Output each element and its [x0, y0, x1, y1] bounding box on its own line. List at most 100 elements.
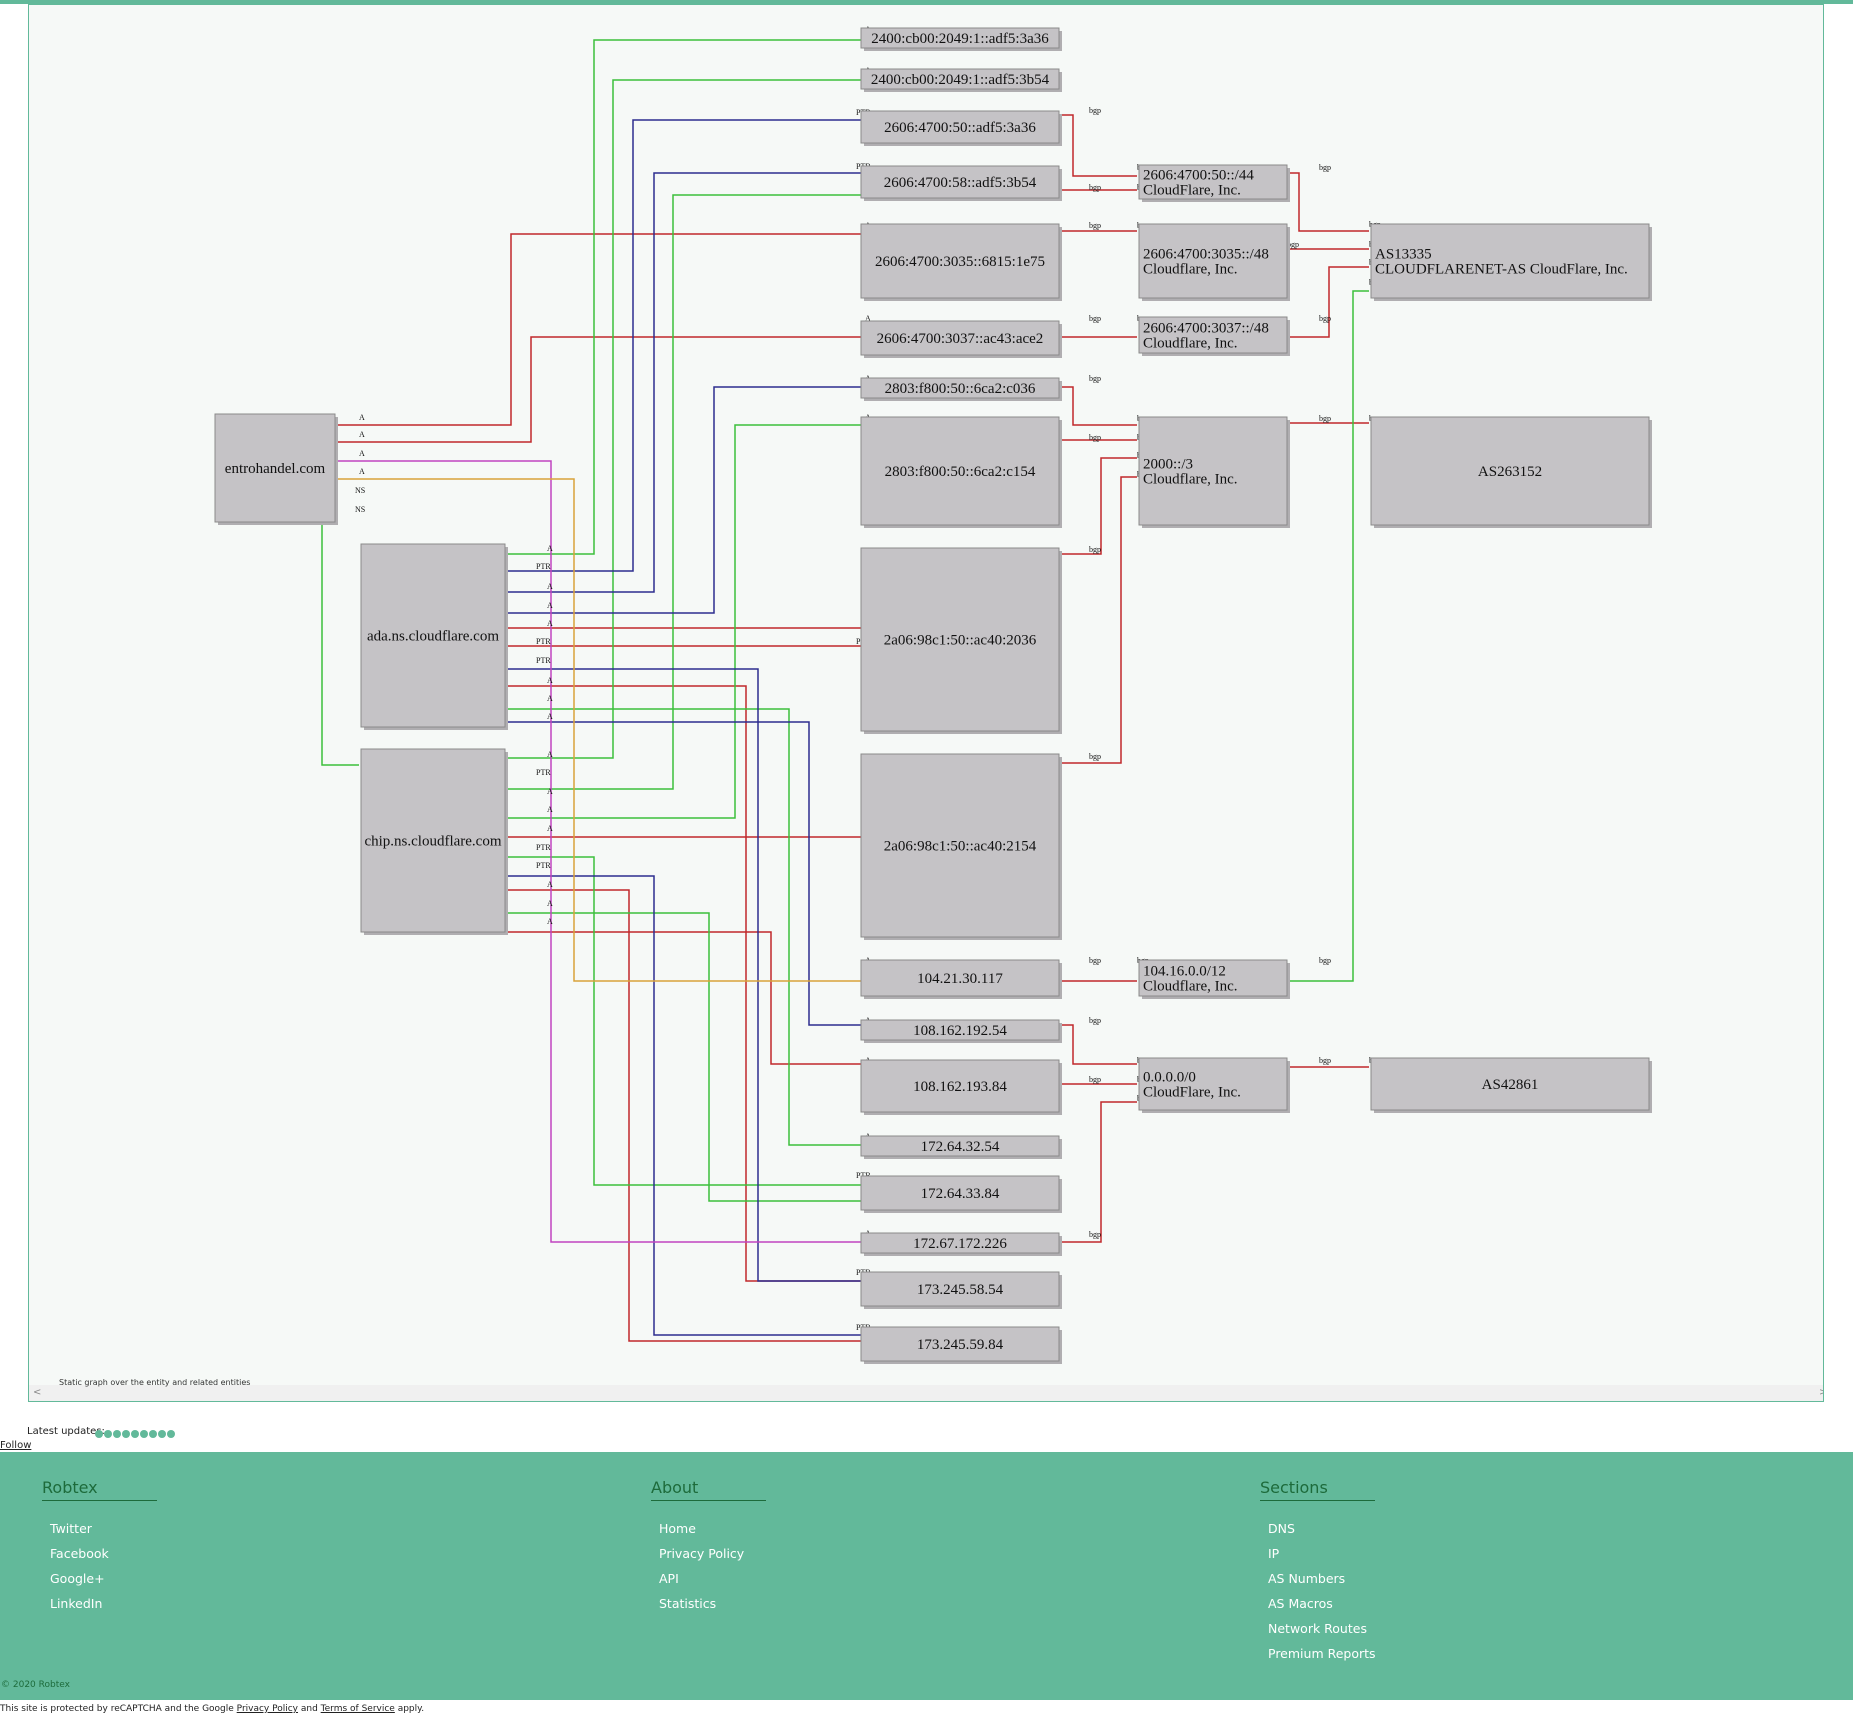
- node-ip-2400-3a36[interactable]: 2400:cb00:2049:1::adf5:3a36: [860, 27, 1062, 51]
- node-ip-104[interactable]: 104.21.30.117: [860, 959, 1062, 999]
- node-box[interactable]: [1138, 223, 1288, 299]
- node-ip-173-58[interactable]: 173.245.58.54: [860, 1271, 1062, 1309]
- node-box[interactable]: [860, 1135, 1060, 1157]
- scroll-right-icon[interactable]: >: [1819, 1388, 1823, 1398]
- footer-link-premium-reports[interactable]: Premium Reports: [1268, 1646, 1376, 1661]
- node-box[interactable]: [1138, 316, 1288, 354]
- node-ip-2606-50[interactable]: 2606:4700:50::adf5:3a36: [860, 110, 1062, 146]
- node-box[interactable]: [860, 68, 1060, 90]
- node-box[interactable]: [1370, 1057, 1650, 1111]
- node-box[interactable]: [860, 1059, 1060, 1113]
- node-box[interactable]: [860, 1271, 1060, 1307]
- node-ns-chip[interactable]: chip.ns.cloudflare.com: [360, 748, 508, 935]
- footer-link-linkedin[interactable]: LinkedIn: [50, 1596, 103, 1611]
- edge-label-ptr: PTR: [536, 656, 551, 665]
- node-box[interactable]: [860, 1175, 1060, 1211]
- update-dot[interactable]: [95, 1430, 103, 1438]
- node-box[interactable]: [1138, 1057, 1288, 1111]
- node-box[interactable]: [860, 1019, 1060, 1041]
- footer-link-statistics[interactable]: Statistics: [659, 1596, 717, 1611]
- update-dot[interactable]: [122, 1430, 130, 1438]
- node-ip-2400-3b54[interactable]: 2400:cb00:2049:1::adf5:3b54: [860, 68, 1062, 92]
- update-dot[interactable]: [158, 1430, 166, 1438]
- node-box[interactable]: [360, 543, 506, 728]
- footer-link-dns[interactable]: DNS: [1268, 1521, 1295, 1536]
- node-box[interactable]: [860, 1326, 1060, 1362]
- node-box[interactable]: [1138, 416, 1288, 526]
- update-dot[interactable]: [104, 1430, 112, 1438]
- update-dot[interactable]: [140, 1430, 148, 1438]
- node-ip-172-67[interactable]: 172.67.172.226: [860, 1232, 1062, 1256]
- node-ip-2a06-2036[interactable]: 2a06:98c1:50::ac40:2036: [860, 547, 1062, 734]
- node-box[interactable]: [860, 27, 1060, 49]
- footer-link-googleplus[interactable]: Google+: [50, 1571, 105, 1586]
- node-box[interactable]: [360, 748, 506, 933]
- node-domain[interactable]: entrohandel.com: [214, 413, 338, 525]
- footer-link-facebook[interactable]: Facebook: [50, 1546, 109, 1561]
- horizontal-scrollbar[interactable]: < >: [29, 1385, 1823, 1401]
- node-ip-173-59[interactable]: 173.245.59.84: [860, 1326, 1062, 1364]
- node-box[interactable]: [860, 223, 1060, 299]
- node-box[interactable]: [1370, 416, 1650, 526]
- node-ip-108-84[interactable]: 108.162.193.84: [860, 1059, 1062, 1115]
- update-dot[interactable]: [167, 1430, 175, 1438]
- node-box[interactable]: [860, 320, 1060, 356]
- update-dot[interactable]: [131, 1430, 139, 1438]
- terms-of-service-link[interactable]: Terms of Service: [320, 1704, 395, 1714]
- node-box[interactable]: [860, 1232, 1060, 1254]
- node-as263152[interactable]: AS263152: [1370, 416, 1652, 528]
- footer-link-twitter[interactable]: Twitter: [50, 1521, 92, 1536]
- node-box[interactable]: [1138, 959, 1288, 997]
- footer-link-api[interactable]: API: [659, 1571, 679, 1586]
- node-box[interactable]: [860, 753, 1060, 938]
- scroll-left-icon[interactable]: <: [33, 1387, 42, 1398]
- edge-label-bgp: bgp: [1089, 956, 1101, 965]
- node-ip-2803-c036[interactable]: 2803:f800:50::6ca2:c036: [860, 377, 1062, 401]
- privacy-policy-link[interactable]: Privacy Policy: [236, 1704, 299, 1714]
- node-box[interactable]: [860, 377, 1060, 399]
- footer-link-network-routes[interactable]: Network Routes: [1268, 1621, 1367, 1636]
- node-ip-2606-3035[interactable]: 2606:4700:3035::6815:1e75: [860, 223, 1062, 301]
- node-box[interactable]: [214, 413, 336, 523]
- latest-updates-dots[interactable]: [95, 1423, 176, 1442]
- follow-link[interactable]: Follow: [0, 1440, 32, 1451]
- node-ip-172-32[interactable]: 172.64.32.54: [860, 1135, 1062, 1159]
- edge-label-a: A: [359, 467, 365, 476]
- update-dot[interactable]: [149, 1430, 157, 1438]
- footer-link-home[interactable]: Home: [659, 1521, 696, 1536]
- node-box[interactable]: [860, 547, 1060, 732]
- node-box[interactable]: [860, 165, 1060, 199]
- node-ip-2606-58[interactable]: 2606:4700:58::adf5:3b54: [860, 165, 1062, 201]
- edge-label-bgp: bgp: [1089, 433, 1101, 442]
- node-ns-ada[interactable]: ada.ns.cloudflare.com: [360, 543, 508, 730]
- edge-label-bgp: bgp: [1089, 221, 1101, 230]
- node-label: Cloudflare, Inc.: [1143, 262, 1238, 278]
- node-ip-2606-3037[interactable]: 2606:4700:3037::ac43:ace2: [860, 320, 1062, 358]
- node-box[interactable]: [860, 110, 1060, 144]
- graph-panel[interactable]: AAAANSNSNSNSAAPTRAPTRAAAAAAPTRAAAAAPTRAA…: [28, 4, 1824, 1402]
- node-box[interactable]: [1138, 164, 1288, 200]
- node-label: 2606:4700:58::adf5:3b54: [884, 175, 1037, 191]
- footer-link-privacy-policy[interactable]: Privacy Policy: [659, 1546, 745, 1561]
- node-ip-2803-c154[interactable]: 2803:f800:50::6ca2:c154: [860, 416, 1062, 528]
- node-ip-2a06-2154[interactable]: 2a06:98c1:50::ac40:2154: [860, 753, 1062, 940]
- node-ip-172-33[interactable]: 172.64.33.84: [860, 1175, 1062, 1213]
- node-as42861[interactable]: AS42861: [1370, 1057, 1652, 1113]
- footer-link-as-numbers[interactable]: AS Numbers: [1268, 1571, 1346, 1586]
- node-box[interactable]: [860, 416, 1060, 526]
- node-box[interactable]: [1370, 223, 1650, 299]
- footer-link-ip[interactable]: IP: [1268, 1546, 1280, 1561]
- update-dot[interactable]: [113, 1430, 121, 1438]
- footer-link-as-macros[interactable]: AS Macros: [1268, 1596, 1333, 1611]
- footer-column-robtex: Robtex Twitter Facebook Google+ LinkedIn: [42, 1478, 157, 1621]
- node-ip-108-54[interactable]: 108.162.192.54: [860, 1019, 1062, 1043]
- edge-label-bgp: bgp: [1089, 183, 1101, 192]
- node-box[interactable]: [860, 959, 1060, 997]
